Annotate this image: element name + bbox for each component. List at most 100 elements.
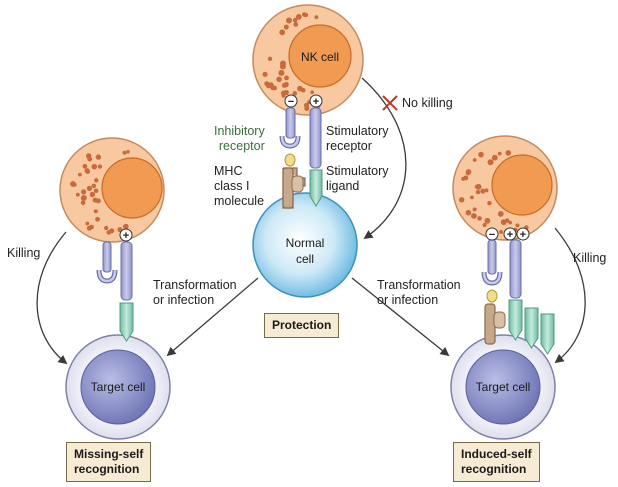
granule	[93, 188, 99, 194]
normal-cell-label-1: Normal	[286, 236, 325, 250]
granule	[81, 189, 87, 195]
granule	[75, 192, 80, 197]
right-stimulatory-receptor	[509, 239, 522, 299]
top-stimulatory-ligand	[309, 169, 323, 207]
granule	[86, 153, 92, 159]
granule	[487, 201, 492, 206]
right-plus-sign-1: +	[503, 227, 517, 241]
granule	[267, 56, 273, 61]
granule	[480, 188, 486, 194]
granule	[293, 22, 299, 27]
stimulatory-receptor-label-1: Stimulatory	[326, 124, 389, 138]
granule	[304, 102, 309, 108]
granule	[302, 12, 307, 17]
left-stimulatory-receptor	[120, 241, 133, 301]
granule	[505, 150, 512, 156]
granule	[94, 178, 99, 183]
left-inhibitory-receptor	[96, 241, 118, 284]
induced-self-label-2: recognition	[461, 462, 527, 476]
no-killing-cross	[382, 95, 398, 111]
no-killing-arrow	[361, 77, 407, 240]
transformation-left-label-1: Transformation	[153, 278, 237, 292]
granule	[475, 183, 482, 190]
stimulatory-receptor-label: Stimulatory receptor	[326, 124, 389, 154]
granule	[89, 191, 96, 198]
granule	[279, 63, 286, 70]
mhc-label-3: molecule	[214, 194, 265, 208]
no-killing-label: No killing	[402, 96, 453, 110]
granule	[126, 150, 130, 154]
granule	[491, 154, 498, 161]
missing-self-box: Missing-self recognition	[66, 442, 152, 482]
granule	[279, 29, 286, 36]
granule	[104, 225, 109, 231]
top-minus-sign: −	[284, 94, 298, 108]
granule	[278, 69, 285, 76]
top-inhibitory-receptor	[279, 107, 301, 149]
granule	[499, 230, 504, 234]
granule	[86, 185, 92, 191]
svg-text:−: −	[288, 96, 294, 108]
right-inhibitory-receptor	[481, 239, 503, 286]
killing-arrow-right	[554, 227, 586, 364]
target-cell-right-label: Target cell	[476, 380, 531, 394]
right-mhc-molecule	[484, 289, 506, 345]
granule	[497, 211, 504, 217]
granule	[283, 24, 289, 30]
svg-text:−: −	[489, 229, 495, 241]
granule	[484, 217, 491, 224]
granule	[106, 230, 112, 235]
nk-cell-label: NK cell	[301, 50, 339, 64]
induced-self-box: Induced-self recognition	[453, 442, 540, 482]
target-cell-right: Target cell	[450, 334, 556, 440]
granule	[292, 17, 298, 23]
missing-self-label-2: recognition	[74, 462, 140, 476]
granule	[97, 164, 103, 169]
killing-left-label: Killing	[7, 246, 41, 260]
svg-text:+: +	[507, 229, 513, 241]
granule	[470, 195, 474, 200]
stimulatory-ligand-label: Stimulatory ligand	[326, 164, 389, 194]
granule	[283, 89, 289, 96]
granule	[459, 197, 465, 203]
stimulatory-receptor-label-2: receptor	[326, 139, 372, 153]
missing-self-label-1: Missing-self	[74, 447, 144, 461]
granule	[508, 220, 512, 225]
killing-arrow-left	[36, 231, 68, 365]
granule	[487, 159, 494, 166]
transformation-left-label-2: or infection	[153, 293, 215, 307]
granule	[482, 222, 487, 228]
granule	[283, 81, 289, 88]
granule	[484, 188, 489, 193]
granule	[497, 151, 502, 156]
inhibitory-receptor-label: Inhibitory receptor	[214, 124, 265, 154]
granule	[472, 207, 477, 212]
granule	[276, 76, 282, 83]
induced-self-label-1: Induced-self	[461, 447, 532, 461]
granule	[284, 75, 289, 81]
granule	[70, 181, 76, 187]
granule	[85, 169, 91, 175]
granule	[123, 223, 129, 230]
granule	[93, 209, 98, 214]
granule	[292, 91, 298, 96]
nk-cell-right	[452, 135, 558, 241]
right-stimulatory-ligands	[508, 299, 555, 355]
granule	[91, 163, 98, 170]
granule	[82, 163, 88, 169]
granule	[515, 223, 520, 228]
top-plus-sign: +	[309, 94, 323, 108]
inhibitory-receptor-label-1: Inhibitory	[214, 124, 265, 138]
nk-cell-left	[59, 137, 165, 243]
granule	[478, 151, 484, 158]
svg-text:+: +	[313, 96, 319, 108]
transformation-arrow-left	[166, 277, 259, 357]
left-plus-sign: +	[119, 228, 133, 242]
normal-cell-label-2: cell	[296, 252, 314, 266]
svg-text:+: +	[520, 229, 526, 241]
granule	[463, 175, 469, 181]
normal-cell: Normal cell	[252, 192, 358, 298]
granule	[262, 71, 268, 77]
granule	[264, 81, 270, 87]
